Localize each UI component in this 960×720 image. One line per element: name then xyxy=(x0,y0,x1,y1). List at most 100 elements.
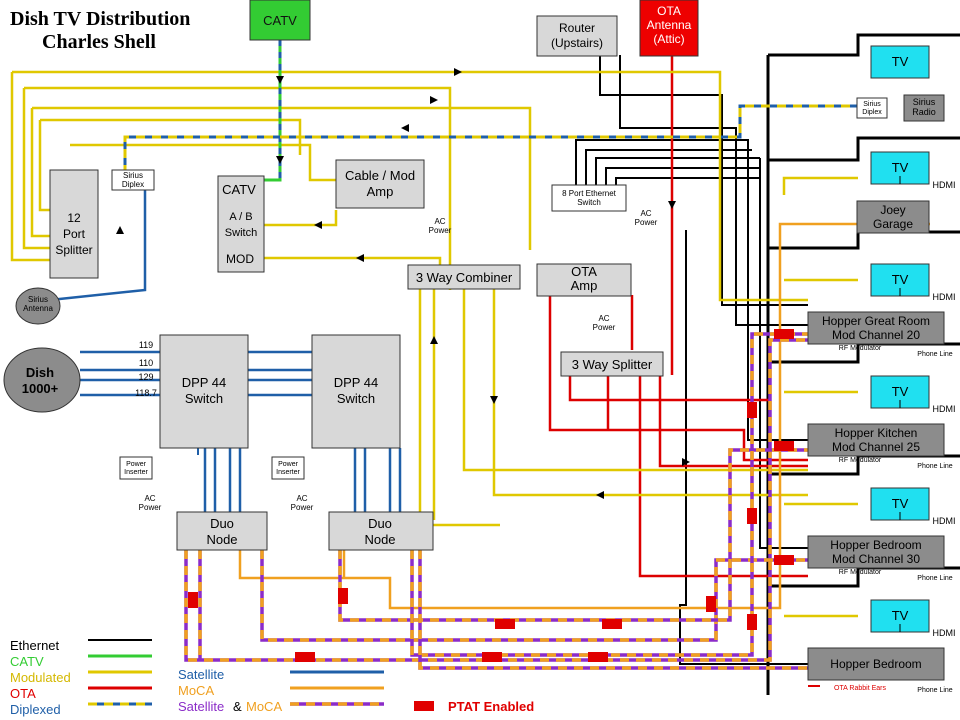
room-wall-0 xyxy=(768,33,960,57)
splitter12-box xyxy=(49,169,99,279)
room-wall-1 xyxy=(768,136,960,162)
mod-loop-4 xyxy=(38,120,50,212)
ac-power-label-3: AC xyxy=(598,314,609,323)
ptat-marker xyxy=(482,652,502,662)
satmoca-d-overlay xyxy=(338,448,808,622)
sat-sirius-antenna xyxy=(49,190,147,302)
ptat-marker xyxy=(774,329,794,339)
power-inserter-1-label: Inserter xyxy=(124,469,148,476)
arrow-marker xyxy=(682,458,690,466)
ota-amp-label: Amp xyxy=(571,278,598,293)
legend-diplexed: Diplexed xyxy=(10,702,61,717)
diagram-title: Dish TV Distribution Charles Shell xyxy=(10,8,190,54)
hopper-great-box xyxy=(807,311,945,345)
sat-number-4: 118.7 xyxy=(135,388,157,398)
sirius-radio-box xyxy=(903,94,945,122)
sat-number-3: 129 xyxy=(138,372,153,382)
eth-switch-label: 8 Port Ethernet xyxy=(562,189,617,198)
power-inserter-2 xyxy=(271,456,305,480)
ptat-marker xyxy=(747,402,757,418)
dpp2-box xyxy=(311,334,401,449)
legend-satmoca-sat: Satellite xyxy=(178,699,224,714)
duo2-label: Node xyxy=(364,532,395,547)
sat-number-2: 110 xyxy=(139,358,153,368)
ota-antenna-label: Antenna xyxy=(647,18,692,32)
sirius-antenna-label: Antenna xyxy=(23,304,53,313)
tv-label-4: TV xyxy=(892,384,909,399)
splitter12-label: 12 xyxy=(67,211,81,225)
legend-ota: OTA xyxy=(10,686,36,701)
ac-power-label-1: AC xyxy=(434,217,445,226)
sirius-radio-label: Sirius xyxy=(913,97,936,107)
hopper-kitchen-label: Mod Channel 25 xyxy=(832,440,920,454)
ptat-marker xyxy=(338,588,348,604)
ptat-marker xyxy=(188,592,198,608)
catv-switch-label: Switch xyxy=(225,227,257,239)
ac-power-label-5: AC xyxy=(296,494,307,503)
ac-power-label-2: Power xyxy=(635,218,658,227)
ptat-marker xyxy=(495,619,515,629)
title-line2: Charles Shell xyxy=(42,31,156,53)
legend-satmoca-amp: & xyxy=(233,699,242,714)
hopper-bed-box xyxy=(807,647,945,681)
mod-amp-in xyxy=(70,143,336,182)
arrow-marker xyxy=(490,396,498,404)
arrow-marker xyxy=(401,124,409,132)
phone-line-label-3: Phone Line xyxy=(917,575,953,582)
hdmi-label-2: HDMI xyxy=(933,292,956,302)
mod-joey xyxy=(782,176,858,195)
catv-line xyxy=(264,40,282,182)
ethernet-sw2 xyxy=(585,149,752,185)
sirius-diplex-right-label: Diplex xyxy=(862,109,882,116)
arrow-marker xyxy=(276,76,284,84)
combiner-label: 3 Way Combiner xyxy=(416,270,513,285)
joey-box xyxy=(856,200,930,234)
tv-box-1 xyxy=(870,45,930,79)
phone-line-label-1: Phone Line xyxy=(917,351,953,358)
rf-modulator-label-2: RF Modulator xyxy=(839,457,882,464)
arrow-marker xyxy=(430,96,438,104)
power-inserter-1-label: Power xyxy=(126,461,147,468)
rf-modulator-label-3: RF Modulator xyxy=(839,569,882,576)
arrow-marker xyxy=(430,336,438,344)
hopper-bed30-box xyxy=(807,535,945,569)
sirius-radio-label: Radio xyxy=(912,107,936,117)
arrow-marker xyxy=(356,254,364,262)
arrow-marker xyxy=(454,68,462,76)
room-wall-2 xyxy=(768,230,960,250)
dpp1-label: Switch xyxy=(185,391,223,406)
catv-label: CATV xyxy=(263,13,297,28)
catv-switch-title: CATV xyxy=(222,182,256,197)
power-inserter-1 xyxy=(119,456,153,480)
dish-label: Dish xyxy=(26,365,54,380)
ac-power-label-5: Power xyxy=(291,503,314,512)
hdmi-label-3: HDMI xyxy=(933,404,956,414)
router-label: Router xyxy=(559,21,595,35)
sirius-diplex-left-label: Sirius xyxy=(123,171,143,180)
joey-label: Joey xyxy=(880,203,905,217)
ethernet-router-great xyxy=(599,55,808,306)
ota-antenna-box xyxy=(639,0,699,57)
rf-modulator-label-1: RF Modulator xyxy=(839,345,882,352)
hdmi-label-5: HDMI xyxy=(933,628,956,638)
ac-power-label-2: AC xyxy=(640,209,651,218)
tv-label-2: TV xyxy=(892,160,909,175)
satmoca-f-overlay xyxy=(418,550,808,670)
legend-satmoca-moca: MoCA xyxy=(246,699,282,714)
mod-loop-1 xyxy=(10,72,50,262)
ac-power-label-3: Power xyxy=(593,323,616,332)
mod-loop-2b xyxy=(24,86,452,290)
ptat-marker xyxy=(747,614,757,630)
sirius-diplex-right-box xyxy=(856,97,888,119)
mod-comb-2 xyxy=(462,288,808,472)
satmoca-e-overlay xyxy=(410,332,808,657)
phone-line-label-4: Phone Line xyxy=(917,687,953,694)
hdmi-label-4: HDMI xyxy=(933,516,956,526)
hdmi-label-1: HDMI xyxy=(933,180,956,190)
dpp1-box xyxy=(159,334,249,449)
eth-switch-box xyxy=(551,184,627,212)
tv-label-5: TV xyxy=(892,496,909,511)
splitter12-label: Splitter xyxy=(55,243,92,257)
